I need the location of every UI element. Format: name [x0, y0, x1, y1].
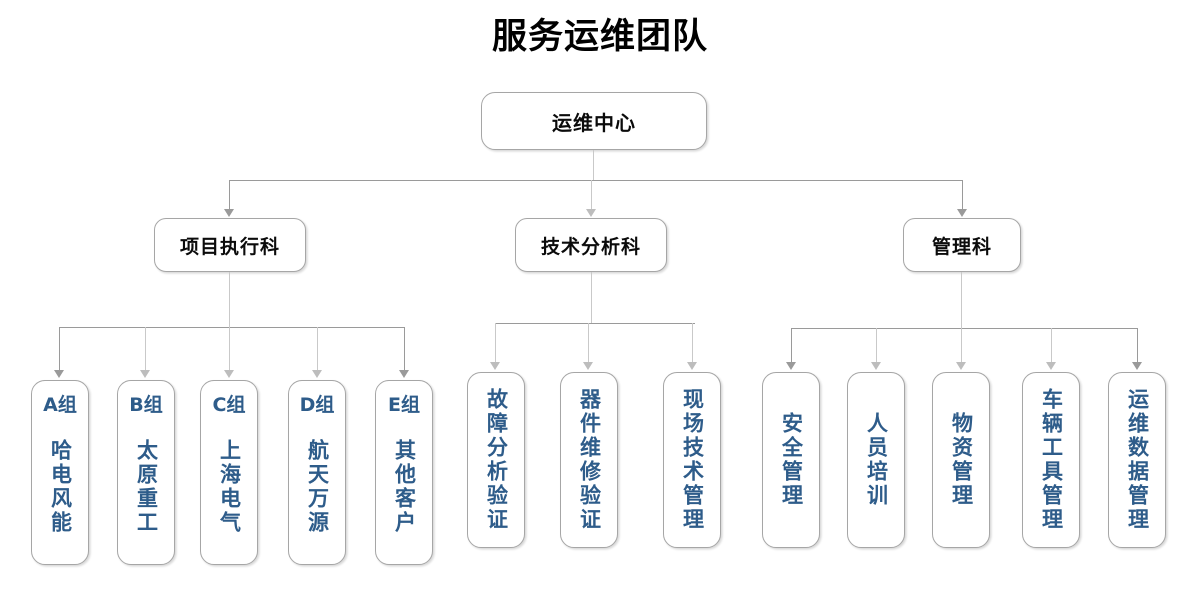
- node-fault-analysis-name: 故障分析验证: [484, 388, 509, 532]
- node-group-a-name: 哈电风能: [48, 438, 73, 535]
- node-dept-2-label: 技术分析科: [540, 235, 641, 258]
- connector-level2-bar: [229, 180, 963, 181]
- node-group-c-text: 上海电气: [201, 417, 257, 564]
- connector-dept2-stem: [591, 272, 592, 323]
- node-group-b-head: B组: [129, 394, 163, 416]
- node-root-label: 运维中心: [552, 110, 636, 135]
- node-group-d-text: 航天万源: [289, 417, 345, 564]
- connector-branch1-bar: [59, 327, 404, 328]
- node-group-c-name: 上海电气: [217, 438, 242, 535]
- arrow-branch3-3: [956, 362, 966, 370]
- node-fault-analysis-verification[interactable]: 故障分析验证: [467, 372, 525, 548]
- arrow-to-dept-2: [586, 209, 596, 217]
- node-material-management-text: 物资管理: [933, 373, 989, 547]
- arrow-branch3-4: [1046, 362, 1056, 370]
- node-group-e-text: 其他客户: [376, 417, 432, 564]
- node-material-management[interactable]: 物资管理: [932, 372, 990, 548]
- node-personnel-training-name: 人员培训: [864, 412, 889, 508]
- connector-branch3-drop-1: [791, 328, 792, 363]
- arrow-branch1-5: [399, 370, 409, 378]
- connector-to-dept-3: [962, 180, 963, 210]
- node-group-a[interactable]: A组 哈电风能: [31, 380, 89, 565]
- node-group-d-head: D组: [299, 394, 335, 416]
- connector-branch3-bar: [791, 328, 1137, 329]
- connector-branch2-drop-3: [692, 323, 693, 363]
- arrow-branch2-2: [583, 362, 593, 370]
- arrow-branch1-4: [312, 370, 322, 378]
- connector-branch3-drop-4: [1051, 328, 1052, 363]
- node-dept-1-label: 项目执行科: [179, 235, 280, 258]
- node-safety-management-name: 安全管理: [779, 412, 804, 508]
- node-onsite-technical-text: 现场技术管理: [664, 373, 720, 547]
- node-group-e-name: 其他客户: [392, 438, 417, 535]
- node-group-b-text: 太原重工: [118, 417, 174, 564]
- node-dept-project-execution[interactable]: 项目执行科: [154, 218, 306, 272]
- node-dept-technical-analysis[interactable]: 技术分析科: [515, 218, 667, 272]
- connector-branch3-drop-2: [876, 328, 877, 363]
- arrow-branch2-3: [687, 362, 697, 370]
- node-personnel-training-text: 人员培训: [848, 373, 904, 547]
- connector-branch1-drop-3: [229, 327, 230, 371]
- node-group-d[interactable]: D组 航天万源: [288, 380, 346, 565]
- node-vehicle-tool-management[interactable]: 车辆工具管理: [1022, 372, 1080, 548]
- node-safety-management-text: 安全管理: [763, 373, 819, 547]
- node-ops-data-management[interactable]: 运维数据管理: [1108, 372, 1166, 548]
- node-vehicle-tool-text: 车辆工具管理: [1023, 373, 1079, 547]
- node-component-repair-name: 器件维修验证: [577, 388, 602, 532]
- arrow-branch1-1: [54, 370, 64, 378]
- node-ops-data-text: 运维数据管理: [1109, 373, 1165, 547]
- connector-dept3-stem: [961, 272, 962, 328]
- node-fault-analysis-text: 故障分析验证: [468, 373, 524, 547]
- node-component-repair-verification[interactable]: 器件维修验证: [560, 372, 618, 548]
- node-component-repair-text: 器件维修验证: [561, 373, 617, 547]
- arrow-branch2-1: [490, 362, 500, 370]
- node-group-a-head: A组: [43, 394, 77, 416]
- connector-to-dept-1: [229, 180, 230, 210]
- arrow-branch3-2: [871, 362, 881, 370]
- connector-branch3-drop-3: [961, 328, 962, 363]
- arrow-to-dept-3: [957, 209, 967, 217]
- node-root-operations-center[interactable]: 运维中心: [481, 92, 707, 150]
- connector-branch2-drop-2: [588, 323, 589, 363]
- connector-branch1-drop-4: [317, 327, 318, 371]
- node-dept-management[interactable]: 管理科: [903, 218, 1021, 272]
- arrow-branch3-5: [1132, 362, 1142, 370]
- node-group-d-name: 航天万源: [305, 438, 330, 535]
- node-vehicle-tool-name: 车辆工具管理: [1039, 388, 1064, 532]
- node-personnel-training[interactable]: 人员培训: [847, 372, 905, 548]
- arrow-branch1-3: [224, 370, 234, 378]
- node-safety-management[interactable]: 安全管理: [762, 372, 820, 548]
- arrow-to-dept-1: [224, 209, 234, 217]
- connector-branch2-bar: [495, 323, 695, 324]
- node-group-c[interactable]: C组 上海电气: [200, 380, 258, 565]
- node-onsite-technical-name: 现场技术管理: [680, 388, 705, 532]
- connector-to-dept-2: [591, 180, 592, 210]
- arrow-branch3-1: [786, 362, 796, 370]
- page-title: 服务运维团队: [491, 17, 708, 57]
- connector-branch2-drop-1: [495, 323, 496, 363]
- node-group-c-head: C组: [212, 394, 246, 416]
- node-group-e[interactable]: E组 其他客户: [375, 380, 433, 565]
- connector-branch1-drop-2: [145, 327, 146, 371]
- node-group-a-text: 哈电风能: [32, 417, 88, 564]
- arrow-branch1-2: [140, 370, 150, 378]
- node-group-b[interactable]: B组 太原重工: [117, 380, 175, 565]
- node-dept-3-label: 管理科: [931, 235, 992, 258]
- node-group-b-name: 太原重工: [134, 438, 159, 535]
- connector-root-stem: [593, 150, 594, 180]
- node-group-e-head: E组: [388, 394, 420, 416]
- node-material-management-name: 物资管理: [949, 412, 974, 508]
- connector-dept1-stem: [229, 272, 230, 327]
- node-onsite-technical-management[interactable]: 现场技术管理: [663, 372, 721, 548]
- connector-branch1-drop-5: [404, 327, 405, 371]
- connector-branch1-drop-1: [59, 327, 60, 371]
- node-ops-data-name: 运维数据管理: [1125, 388, 1150, 532]
- connector-branch3-drop-5: [1137, 328, 1138, 363]
